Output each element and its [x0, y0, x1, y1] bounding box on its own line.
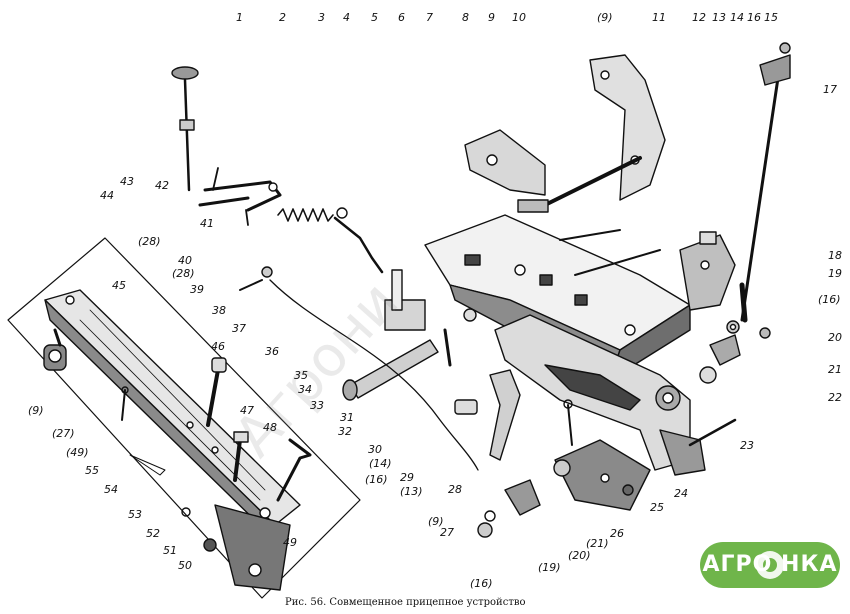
callout-label: 44	[100, 189, 114, 202]
callout-label: 35	[294, 369, 308, 382]
hitch-plate	[214, 504, 291, 591]
control-levers	[171, 66, 282, 226]
callout-label: (20)	[568, 549, 591, 562]
ball-joint-end	[43, 328, 67, 371]
callout-label: 18	[828, 249, 842, 262]
figure-caption: Рис. 56. Совмещенное прицепное устройств…	[285, 597, 526, 608]
callout-label: 5	[371, 11, 378, 24]
callout-label: 22	[828, 391, 842, 404]
callout-label: 12	[692, 11, 706, 24]
callout-label: 4	[343, 11, 350, 24]
callout-label: 46	[211, 340, 225, 353]
tension-spring	[277, 207, 384, 274]
callout-label: 47	[240, 404, 254, 417]
callout-label: 20	[828, 331, 842, 344]
callout-label: 3	[318, 11, 325, 24]
logo-text: АГРО НКА	[702, 552, 838, 577]
callout-label: (16)	[818, 293, 841, 306]
callout-label: 37	[232, 322, 246, 335]
callout-label: 24	[674, 487, 688, 500]
callout-label: (9)	[428, 515, 444, 528]
inset-frame	[7, 237, 361, 599]
callout-label: 2	[279, 11, 286, 24]
support-levers	[454, 369, 573, 538]
cross-shaft	[342, 308, 477, 401]
callout-label: (27)	[52, 427, 75, 440]
tension-rod	[739, 42, 791, 323]
callout-label: 25	[650, 501, 664, 514]
callout-label: 7	[426, 11, 433, 24]
callout-label: 52	[146, 527, 160, 540]
callout-label: 54	[104, 483, 118, 496]
callout-label: 53	[128, 508, 142, 521]
callout-label: (19)	[538, 561, 561, 574]
callout-label: 13	[712, 11, 726, 24]
callout-label: 9	[488, 11, 495, 24]
callout-label: (16)	[470, 577, 493, 590]
logo-mark-icon	[700, 542, 840, 588]
callout-label: 39	[190, 283, 204, 296]
callout-label: 23	[740, 439, 754, 452]
inset-pins	[121, 357, 312, 552]
callout-label: (49)	[66, 446, 89, 459]
callout-label: 49	[283, 536, 297, 549]
callout-label: 16	[747, 11, 761, 24]
callout-label: 32	[338, 425, 352, 438]
callout-label: (13)	[400, 485, 423, 498]
callout-label: (16)	[365, 473, 388, 486]
callout-label: (14)	[369, 457, 392, 470]
side-bracket	[679, 231, 736, 311]
cable-end-fittings	[239, 266, 426, 331]
callout-label: 28	[448, 483, 462, 496]
callout-label: 51	[163, 544, 177, 557]
callout-label: 45	[112, 279, 126, 292]
callout-label: (9)	[597, 11, 613, 24]
hitch-hook	[494, 314, 737, 511]
callout-label: 50	[178, 559, 192, 572]
callout-label: 36	[265, 345, 279, 358]
callout-label: 26	[610, 527, 624, 540]
callout-label: 21	[828, 363, 842, 376]
control-cable	[269, 279, 479, 471]
callout-label: 43	[120, 175, 134, 188]
callout-label: (21)	[586, 537, 609, 550]
callout-label: 42	[155, 179, 169, 192]
callout-label: 27	[440, 526, 454, 539]
callout-label: (28)	[138, 235, 161, 248]
brand-logo: АГРО НКА	[700, 534, 840, 596]
callout-label: 34	[298, 383, 312, 396]
callout-label: 29	[400, 471, 414, 484]
callout-label: 38	[212, 304, 226, 317]
callout-label: 14	[730, 11, 744, 24]
callout-label: (28)	[172, 267, 195, 280]
callout-label: 11	[652, 11, 666, 24]
callout-label: 41	[200, 217, 214, 230]
callout-label: 10	[512, 11, 526, 24]
callout-label: 15	[764, 11, 778, 24]
callout-label: 30	[368, 443, 382, 456]
callout-label: 19	[828, 267, 842, 280]
callout-label: 33	[310, 399, 324, 412]
callout-label: 31	[340, 411, 354, 424]
callout-label: 17	[823, 83, 837, 96]
callout-label: 8	[462, 11, 469, 24]
callout-label: 6	[398, 11, 405, 24]
callout-label: (9)	[28, 404, 44, 417]
callout-label: 48	[263, 421, 277, 434]
callout-label: 40	[178, 254, 192, 267]
upper-brackets	[464, 54, 666, 276]
callout-label: 1	[236, 11, 243, 24]
small-fittings	[699, 320, 771, 384]
callout-label: 55	[85, 464, 99, 477]
